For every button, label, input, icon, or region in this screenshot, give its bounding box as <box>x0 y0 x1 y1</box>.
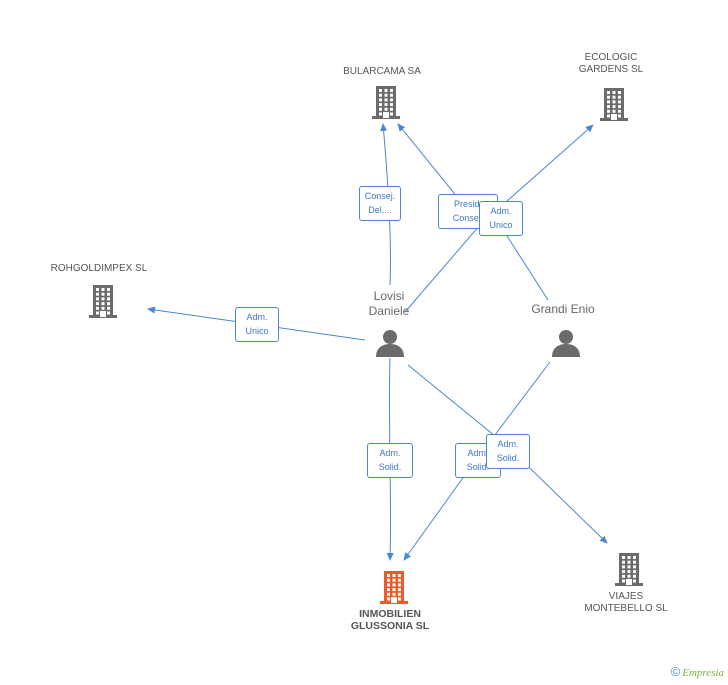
node-label-viajes[interactable]: VIAJES MONTEBELLO SL <box>584 591 668 614</box>
brand-name: Empresia <box>682 667 724 679</box>
viajes-building-icon[interactable] <box>613 551 645 592</box>
node-label-inmobilien[interactable]: INMOBILIEN GLUSSONIA SL <box>350 608 430 632</box>
edge-label-lovisi-bularcama-consej[interactable]: Consej. Del.... <box>359 186 401 221</box>
node-label-rohgoldimpex[interactable]: ROHGOLDIMPEX SL <box>50 263 148 274</box>
footer-brand[interactable]: ©Empresia <box>671 664 724 679</box>
node-label-ecologic[interactable]: ECOLOGIC GARDENS SL <box>578 52 644 75</box>
node-label-grandi[interactable]: Grandi Enio <box>531 302 595 316</box>
copyright-symbol: © <box>670 664 681 679</box>
grandi-person-icon[interactable] <box>551 328 581 363</box>
ecologic-building-icon[interactable] <box>598 86 630 127</box>
edge-label-lovisi-rohgoldimpex[interactable]: Adm. Unico <box>235 307 279 342</box>
edge-label-lovisi-viajes[interactable]: Adm. Solid. <box>486 434 530 469</box>
edge-grandi-presid <box>499 224 549 301</box>
rohgoldimpex-building-icon[interactable] <box>87 283 119 324</box>
node-label-bularcama[interactable]: BULARCAMA SA <box>343 66 421 77</box>
node-label-lovisi[interactable]: Lovisi Daniele <box>368 289 410 318</box>
edge-label-lovisi-ecologic[interactable]: Adm. Unico <box>479 201 523 236</box>
lovisi-person-icon[interactable] <box>375 328 405 363</box>
edge-label-lovisi-inmobilien[interactable]: Adm. Solid. <box>367 443 413 478</box>
inmobilien-building-icon[interactable] <box>378 569 410 610</box>
bularcama-building-icon[interactable] <box>370 84 402 125</box>
